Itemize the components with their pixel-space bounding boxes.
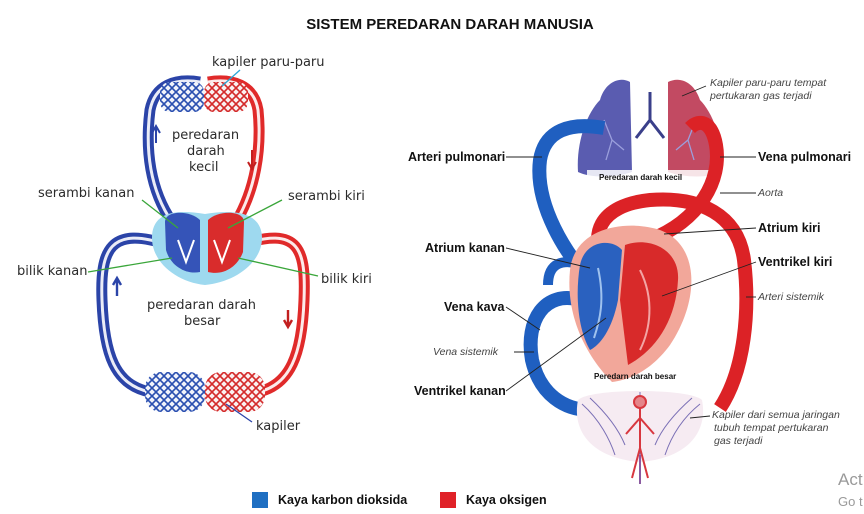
- page-title: SISTEM PEREDARAN DARAH MANUSIA: [306, 16, 594, 33]
- arrow-up-small-blue: [151, 123, 161, 143]
- pointer-bilik-kiri: [237, 257, 319, 277]
- heart-right-chambers: [165, 212, 200, 273]
- label-peredaran-kecil: Peredaran darah kecil: [599, 173, 683, 182]
- lung-capillary-red: [204, 82, 248, 112]
- pulmonary-vein: [647, 115, 724, 247]
- label-arteri-pulmonari: Arteri pulmonari: [408, 150, 506, 164]
- body-capillary-blue: [145, 372, 205, 412]
- pointer-kapiler-paru: [681, 85, 707, 97]
- heart-right-side: [577, 242, 622, 350]
- legend-o2-label: Kaya oksigen: [466, 493, 547, 507]
- label-peredaran-kecil-3: kecil: [189, 160, 219, 175]
- activation-watermark-sub: Go t: [838, 494, 863, 509]
- pointer-bilik-kanan: [87, 257, 173, 273]
- legend-co2-label: Kaya karbon dioksida: [278, 493, 408, 507]
- label-kapiler-paru-1: Kapiler paru-paru tempat: [710, 77, 827, 89]
- legend-co2-swatch: [252, 492, 268, 508]
- label-kapiler-jaringan-2: tubuh tempat pertukaran: [714, 422, 829, 434]
- pointer-ventrikel-kanan: [505, 317, 607, 392]
- right-circulation: [505, 79, 757, 484]
- pointer-kapiler-jaringan: [689, 415, 711, 419]
- lung-capillary-blue: [160, 82, 204, 112]
- label-kapiler-paru: kapiler paru-paru: [212, 55, 325, 70]
- pointer-atrium-kanan: [505, 247, 591, 269]
- label-kapiler-paru-2: pertukaran gas terjadi: [710, 90, 812, 102]
- label-bilik-kanan: bilik kanan: [17, 264, 88, 279]
- label-kapiler-jaringan-1: Kapiler dari semua jaringan: [712, 409, 840, 421]
- arrow-down-big-red: [282, 310, 294, 330]
- label-kapiler-jaringan-3: gas terjadi: [714, 435, 763, 447]
- label-peredaran-kecil-2: darah: [187, 144, 225, 159]
- pointer-kapiler: [225, 403, 253, 423]
- legend-co2: Kaya karbon dioksida: [252, 490, 407, 510]
- label-peredaran-besar-1: peredaran darah: [147, 298, 256, 313]
- body-capillary-red: [205, 372, 265, 412]
- label-serambi-kiri: serambi kiri: [288, 189, 365, 204]
- vena-kava: [523, 291, 591, 417]
- heart-left-chambers: [208, 212, 244, 273]
- pointer-ventrikel-kiri: [661, 261, 757, 297]
- label-serambi-kanan: serambi kanan: [38, 186, 135, 201]
- lung-left: [577, 79, 632, 177]
- arrow-down-small-red: [247, 150, 257, 172]
- activation-watermark: Act: [838, 470, 863, 489]
- left-circulation: [87, 69, 319, 423]
- label-peredaran-besar: Peredarn darah besar: [594, 372, 677, 381]
- pointer-atrium-kiri: [663, 227, 757, 235]
- aorta: [591, 192, 754, 412]
- label-ventrikel-kiri: Ventrikel kiri: [758, 255, 833, 269]
- label-vena-kava: Vena kava: [444, 300, 505, 314]
- label-atrium-kiri: Atrium kiri: [758, 221, 821, 235]
- label-vena-pulmonari: Vena pulmonari: [758, 150, 852, 164]
- label-ventrikel-kanan: Ventrikel kanan: [414, 384, 506, 398]
- pointer-vena-kava: [505, 306, 541, 331]
- pointer-serambi-kiri: [227, 199, 283, 229]
- label-atrium-kanan: Atrium kanan: [425, 241, 505, 255]
- label-bilik-kiri: bilik kiri: [321, 272, 372, 287]
- arrow-up-big-blue: [111, 275, 123, 296]
- pointer-kapiler-paru: [221, 69, 241, 87]
- pointer-serambi-kanan: [141, 199, 179, 229]
- label-peredaran-besar-2: besar: [184, 314, 221, 329]
- label-vena-sistemik: Vena sistemik: [433, 346, 498, 358]
- label-kapiler: kapiler: [256, 419, 301, 434]
- human-figure: [625, 395, 655, 479]
- label-peredaran-kecil-1: peredaran: [172, 128, 240, 143]
- legend-o2: Kaya oksigen: [440, 490, 547, 510]
- label-aorta: Aorta: [758, 187, 784, 199]
- legend-o2-swatch: [440, 492, 456, 508]
- label-arteri-sistemik: Arteri sistemik: [758, 291, 824, 303]
